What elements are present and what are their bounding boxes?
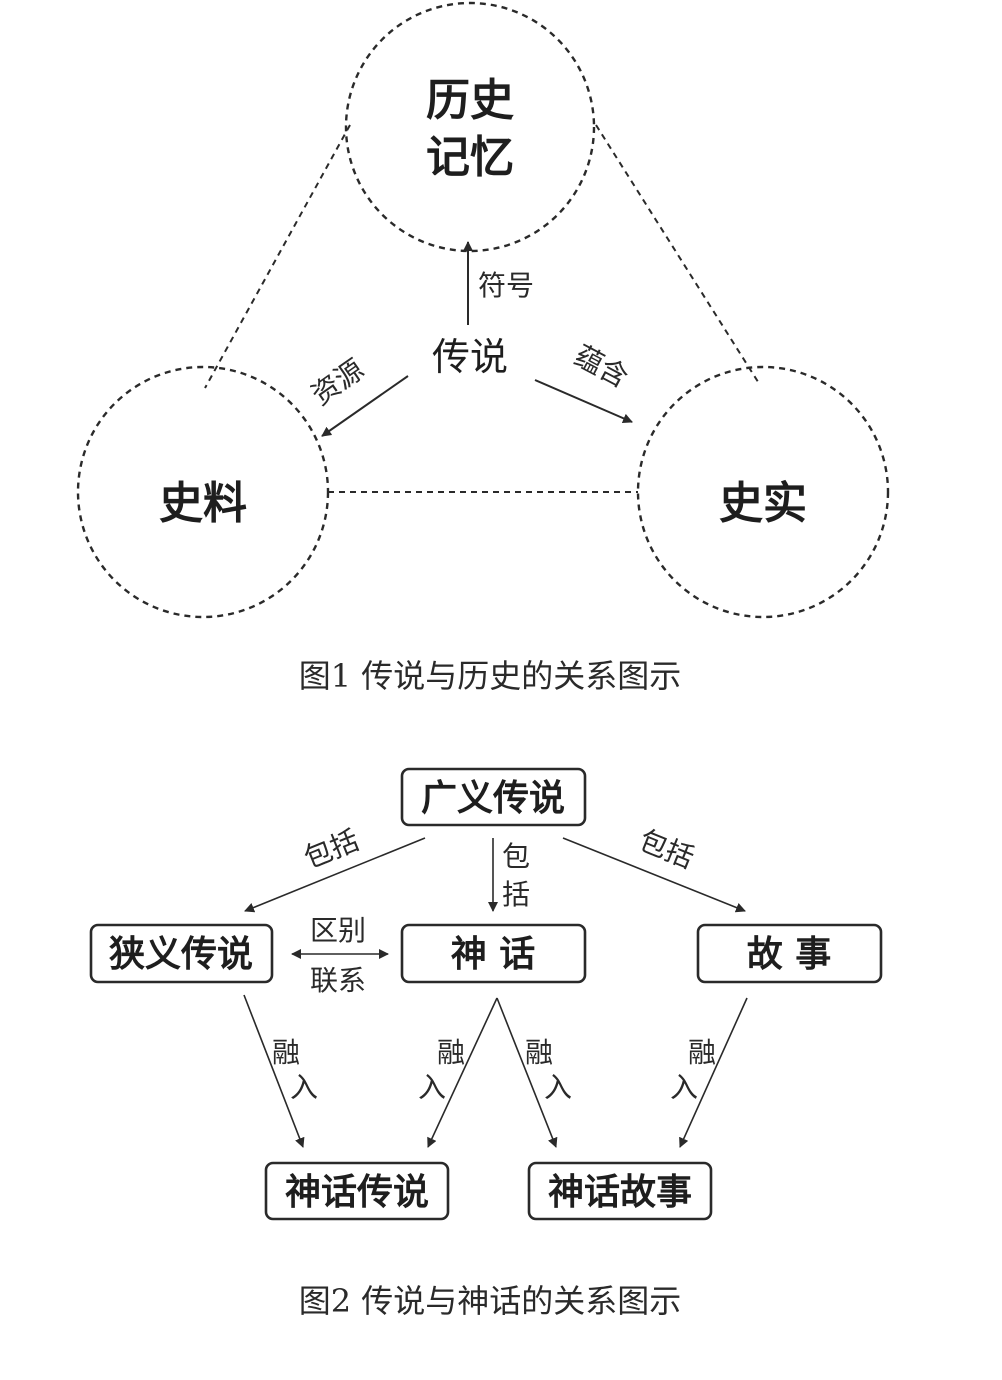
- label-facts: 史实: [719, 478, 807, 529]
- label-include-mid-2: 括: [502, 878, 530, 911]
- box-myth-story: [527, 1161, 713, 1221]
- label-narrow-legend: 狭义传说: [109, 933, 253, 975]
- figure1-caption: 图1 传说与历史的关系图示: [299, 657, 682, 695]
- label-merge-4a: 融: [688, 1036, 716, 1069]
- label-merge-3b: 入: [544, 1071, 572, 1104]
- circle-historical-memory: [344, 1, 596, 253]
- arrow-merge-myth-to-mythstory: [496, 997, 558, 1148]
- label-resource: 资源: [305, 353, 370, 412]
- label-connect: 联系: [310, 964, 366, 997]
- box-broad-legend: [400, 767, 587, 827]
- arrow-include-narrow: [244, 837, 426, 913]
- label-merge-2a: 融: [437, 1036, 465, 1069]
- label-broad-legend: 广义传说: [421, 777, 565, 819]
- label-story: 故 事: [747, 933, 832, 975]
- box-narrow-legend: [89, 923, 274, 984]
- label-myth-legend: 神话传说: [285, 1171, 429, 1213]
- circle-historical-materials: [76, 365, 330, 619]
- arrow-include-story: [562, 837, 746, 913]
- label-merge-4b: 入: [670, 1071, 698, 1104]
- label-merge-1a: 融: [272, 1036, 300, 1069]
- label-merge-3a: 融: [525, 1036, 553, 1069]
- figure2-caption: 图2 传说与神话的关系图示: [299, 1282, 682, 1320]
- box-myth: [400, 923, 587, 984]
- label-merge-2b: 入: [418, 1071, 446, 1104]
- label-myth: 神 话: [451, 933, 536, 975]
- figure-2: 广义传说 狭义传说 神 话 故 事 神话传说 神话故事 包括 包 括 包括 区别…: [89, 767, 883, 1320]
- label-include-mid-1: 包: [502, 840, 530, 873]
- edge-memory-materials: [204, 124, 351, 389]
- label-legend-center: 传说: [432, 335, 508, 379]
- arrow-merge-story-to-mythstory: [679, 997, 748, 1148]
- arrow-merge-narrow-to-mythlegend: [243, 994, 305, 1148]
- box-myth-legend: [264, 1161, 450, 1221]
- arrow-to-facts: [534, 379, 633, 424]
- label-merge-1b: 入: [290, 1071, 318, 1104]
- edge-memory-facts: [595, 124, 761, 386]
- label-memory-line1: 历史: [426, 75, 514, 126]
- label-myth-story: 神话故事: [548, 1171, 692, 1213]
- label-memory-line2: 记忆: [426, 132, 514, 183]
- figure-1: 历史 记忆 史料 史实 传说 符号 资源 蕴含 图1 传说与历史的关系图示: [76, 1, 890, 695]
- label-include-right: 包括: [634, 823, 698, 875]
- label-symbol: 符号: [478, 269, 534, 302]
- label-distinguish: 区别: [310, 914, 366, 947]
- arrow-to-materials: [321, 375, 409, 437]
- arrow-merge-myth-to-mythlegend: [427, 997, 498, 1148]
- label-materials: 史料: [159, 478, 247, 529]
- label-contain: 蕴含: [569, 339, 634, 394]
- box-story: [696, 923, 883, 984]
- circle-historical-facts: [636, 365, 890, 619]
